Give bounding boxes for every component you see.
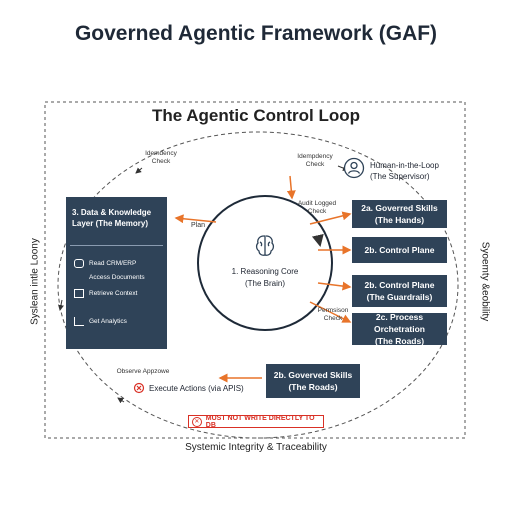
process-orchestration-box: 2c. Process Orchetration (The Roads) xyxy=(352,312,447,346)
person-icon xyxy=(343,157,365,179)
plan-label: Plan xyxy=(190,222,205,229)
bottom-label: Systemic Integrity & Traceability xyxy=(185,442,327,453)
left-side-label: Syslean intle Loony xyxy=(29,238,41,325)
audit-note: Audit Logged Check xyxy=(297,200,337,215)
box-label: 2c. Process Orchetration (The Roads) xyxy=(373,312,425,346)
box-label: 2a. Goverred Skills (The Hands) xyxy=(361,203,438,225)
memory-item: Read CRM/ERP xyxy=(74,259,136,268)
box-label: 2b. Goverved Skills (The Roads) xyxy=(273,370,353,392)
warning-icon: ✕ xyxy=(192,416,202,427)
memory-item: Access Documents xyxy=(89,274,145,281)
governed-skills-hands-box: 2a. Goverred Skills (The Hands) xyxy=(352,200,447,228)
plan-arrow xyxy=(174,214,217,224)
memory-item-label: Access Documents xyxy=(89,274,145,281)
memory-item-label: Get Analytics xyxy=(89,318,127,325)
brain-icon xyxy=(255,235,275,256)
memory-item: Retrieve Context xyxy=(74,289,137,298)
permission-note: Permsison Check xyxy=(317,307,349,322)
execute-x-icon xyxy=(133,382,145,394)
control-loop-ellipse xyxy=(57,131,459,439)
analytics-icon xyxy=(74,317,84,326)
warning-text: MUST NOT WRITE DIRECTLY TO DB xyxy=(205,414,315,429)
idempotency-note-left: Idemdency Check xyxy=(145,150,177,165)
control-plane-guardrails-box: 2b. Control Plane (The Guardrails) xyxy=(352,275,447,307)
memory-title: 3. Data & Knowledge Layer (The Memory) xyxy=(72,208,152,228)
loop-subtitle: The Agentic Control Loop xyxy=(151,106,361,125)
execute-actions-label: Execute Actions (via APIS) xyxy=(149,384,244,393)
database-icon xyxy=(74,259,84,268)
governed-skills-roads-box: 2b. Goverved Skills (The Roads) xyxy=(266,364,360,398)
control-plane-box: 2b. Control Plane xyxy=(352,237,447,263)
observe-note: Observe Appzowe xyxy=(116,368,170,375)
reasoning-core-label: 1. Reasoning Core (The Brain) xyxy=(231,267,299,288)
box-label: 2b. Control Plane (The Guardrails) xyxy=(364,280,435,302)
memory-item: Get Analytics xyxy=(74,317,127,326)
warning-banner: ✕ MUST NOT WRITE DIRECTLY TO DB xyxy=(188,414,324,429)
idempotency-note-right: Idempdency Check xyxy=(297,153,333,168)
box-label: 2b. Control Plane xyxy=(364,245,435,255)
memory-item-label: Retrieve Context xyxy=(89,290,138,297)
reasoning-core-circle xyxy=(197,195,333,331)
page-title: Governed Agentic Framework (GAF) xyxy=(74,22,438,45)
memory-box: 3. Data & Knowledge Layer (The Memory) R… xyxy=(66,197,167,349)
right-side-label: Syoemty &eobility xyxy=(479,241,491,322)
document-icon xyxy=(74,289,84,298)
supervisor-label: Human-in-the-Loop (The Supervisor) xyxy=(370,161,439,181)
memory-item-label: Read CRM/ERP xyxy=(89,260,137,267)
